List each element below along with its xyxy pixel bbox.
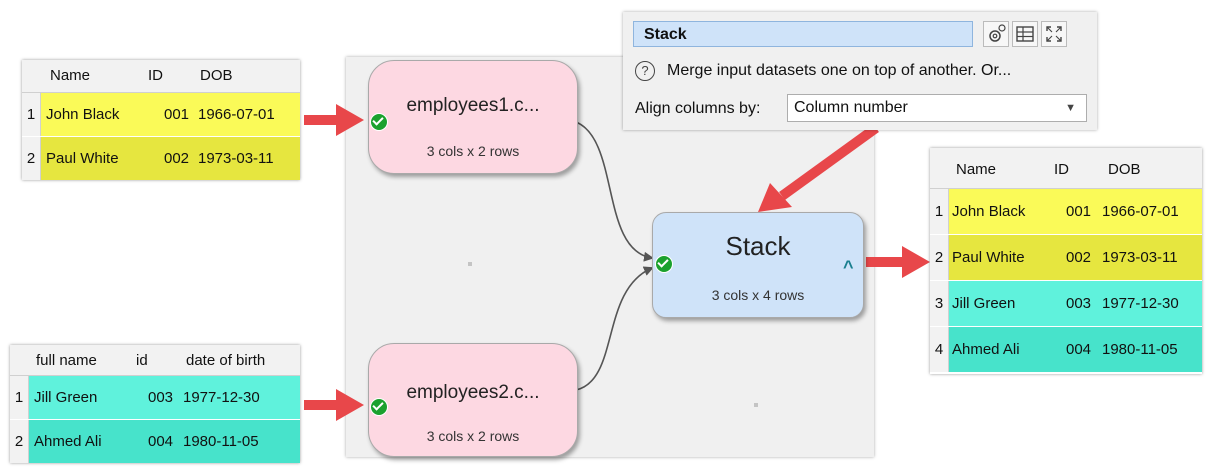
dob-cell: 1966-07-01: [1102, 203, 1179, 220]
status-ok-icon: [370, 113, 388, 131]
table-row[interactable]: John Black 001 1966-07-01: [40, 93, 300, 136]
settings-icon[interactable]: [983, 21, 1009, 47]
id-cell: 004: [148, 433, 174, 450]
input-table-1: Name ID DOB John Black 001 1966-07-01 1 …: [22, 60, 300, 180]
help-icon[interactable]: ?: [635, 61, 655, 81]
row-number: 2: [22, 137, 41, 180]
table-row[interactable]: Ahmed Ali 004 1980-11-05: [28, 420, 300, 463]
name-cell: Paul White: [46, 150, 119, 167]
dob-cell: 1977-12-30: [1102, 295, 1179, 312]
dob-cell: 1973-03-11: [1102, 249, 1178, 266]
column-header[interactable]: DOB: [1108, 161, 1141, 178]
column-header[interactable]: ID: [148, 67, 163, 84]
id-cell: 003: [148, 389, 174, 406]
table-header: Name ID DOB: [930, 148, 1202, 189]
row-number: 2: [930, 235, 949, 280]
row-number: 1: [10, 376, 29, 419]
align-columns-dropdown[interactable]: Column number ▼: [787, 94, 1087, 122]
name-cell: Jill Green: [952, 295, 1016, 312]
row-number: 1: [930, 189, 949, 234]
table-header: full name id date of birth: [10, 345, 300, 376]
column-header[interactable]: DOB: [200, 67, 233, 84]
id-cell: 004: [1066, 341, 1092, 358]
name-cell: Jill Green: [34, 389, 98, 406]
node-title: employees1.c...: [406, 95, 540, 116]
column-header[interactable]: id: [136, 352, 148, 369]
row-number: 2: [10, 420, 29, 463]
row-number: 1: [22, 93, 41, 136]
collapse-caret-icon[interactable]: ^: [843, 257, 854, 277]
callout-arrow: [304, 389, 364, 421]
id-cell: 001: [1066, 203, 1092, 220]
table-row[interactable]: Jill Green 003 1977-12-30: [948, 281, 1202, 326]
node-subtitle: 3 cols x 2 rows: [426, 428, 520, 444]
node-subtitle: 3 cols x 2 rows: [426, 143, 520, 159]
id-cell: 002: [1066, 249, 1092, 266]
table-icon[interactable]: [1012, 21, 1038, 47]
connector-line[interactable]: [575, 121, 654, 262]
canvas-grid-dot: [468, 262, 472, 266]
chevron-down-icon: ▼: [1065, 102, 1076, 114]
column-header[interactable]: ID: [1054, 161, 1069, 178]
employees2-node[interactable]: employees2.c... 3 cols x 2 rows: [368, 343, 578, 457]
status-ok-icon: [655, 255, 673, 273]
node-subtitle: 3 cols x 4 rows: [711, 287, 805, 303]
callout-arrow: [304, 104, 364, 136]
name-cell: Ahmed Ali: [34, 433, 102, 450]
name-cell: Paul White: [952, 249, 1025, 266]
dob-cell: 1966-07-01: [198, 106, 275, 123]
name-cell: Ahmed Ali: [952, 341, 1020, 358]
dob-cell: 1980-11-05: [1102, 341, 1178, 358]
table-row[interactable]: Paul White 002 1973-03-11: [948, 235, 1202, 280]
employees1-node[interactable]: employees1.c... 3 cols x 2 rows: [368, 60, 578, 174]
node-name-field[interactable]: Stack: [633, 21, 973, 47]
row-number: 3: [930, 281, 949, 326]
align-columns-label: Align columns by:: [635, 100, 761, 117]
name-cell: John Black: [46, 106, 120, 123]
column-header[interactable]: Name: [956, 161, 997, 178]
dob-cell: 1977-12-30: [183, 389, 260, 406]
table-row[interactable]: Paul White 002 1973-03-11: [40, 137, 300, 180]
table-row[interactable]: Ahmed Ali 004 1980-11-05: [948, 327, 1202, 372]
table-header: Name ID DOB: [22, 60, 300, 93]
output-table: Name ID DOB John Black 001 1966-07-01 1 …: [930, 148, 1202, 374]
table-row[interactable]: John Black 001 1966-07-01: [948, 189, 1202, 234]
node-title: employees2.c...: [406, 382, 540, 403]
id-cell: 002: [164, 150, 190, 167]
stack-node[interactable]: Stack 3 cols x 4 rows ^: [652, 212, 864, 318]
row-number: 4: [930, 327, 949, 372]
column-header[interactable]: Name: [50, 67, 91, 84]
id-cell: 001: [164, 106, 190, 123]
id-cell: 003: [1066, 295, 1092, 312]
callout-arrow: [866, 246, 930, 278]
status-ok-icon: [370, 398, 388, 416]
node-description: Merge input datasets one on top of anoth…: [667, 62, 1012, 79]
column-header[interactable]: full name: [36, 352, 97, 369]
table-row[interactable]: Jill Green 003 1977-12-30: [28, 376, 300, 419]
dob-cell: 1973-03-11: [198, 150, 274, 167]
input-table-2: full name id date of birth Jill Green 00…: [10, 345, 300, 463]
callout-arrow: [758, 123, 879, 212]
connector-line[interactable]: [575, 266, 654, 391]
column-header[interactable]: date of birth: [186, 352, 266, 369]
name-cell: John Black: [952, 203, 1026, 220]
properties-panel: Stack ? Merge input datasets one on top …: [623, 12, 1097, 130]
align-columns-value: Column number: [794, 99, 908, 116]
fullscreen-icon[interactable]: [1041, 21, 1067, 47]
node-title: Stack: [725, 231, 791, 261]
dob-cell: 1980-11-05: [183, 433, 259, 450]
canvas-grid-dot: [754, 403, 758, 407]
